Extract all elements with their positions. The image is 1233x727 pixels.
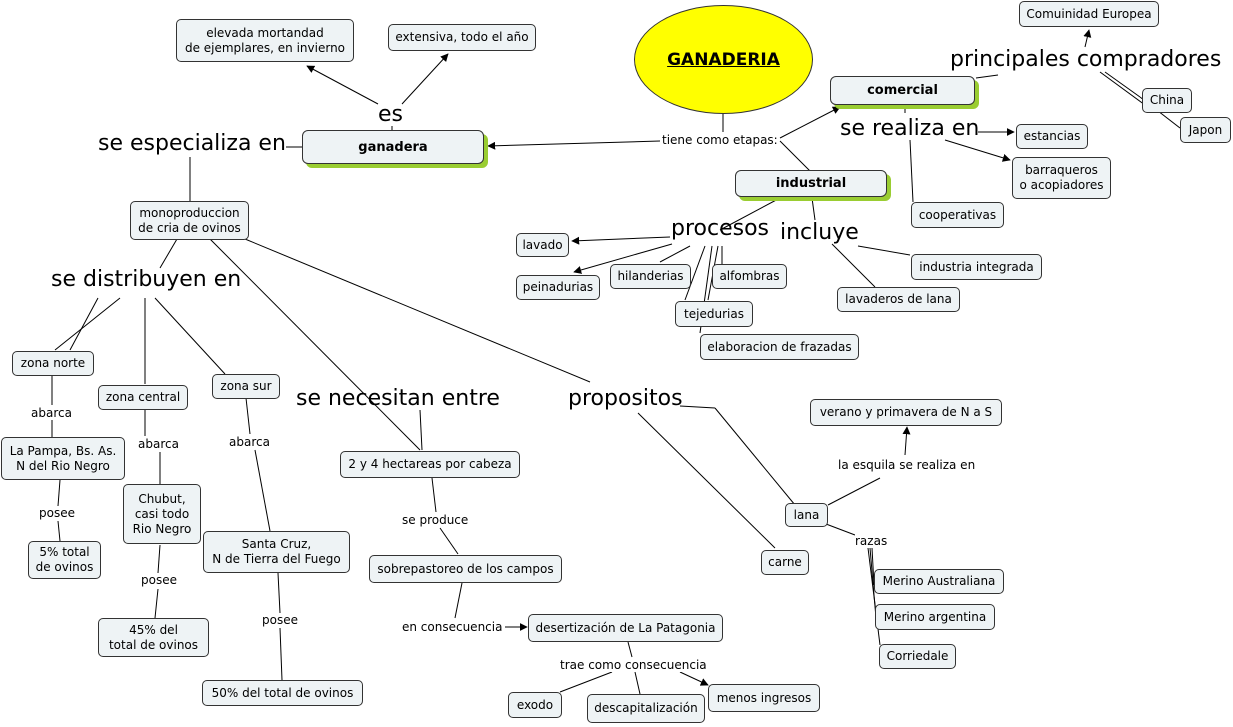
node-menos-ingresos[interactable]: menos ingresos	[708, 684, 820, 712]
node-mortandad[interactable]: elevada mortandad de ejemplares, en invi…	[176, 19, 354, 62]
node-frazadas[interactable]: elaboracion de frazadas	[700, 334, 859, 360]
node-50pct[interactable]: 50% del total de ovinos	[202, 680, 363, 706]
node-chubut[interactable]: Chubut, casi todo Rio Negro	[123, 484, 201, 544]
node-monoproduccion[interactable]: monoproduccion de cria de ovinos	[130, 201, 249, 240]
label-trae-consecuencia: trae como consecuencia	[560, 658, 707, 672]
label-posee-norte: posee	[39, 506, 75, 520]
label-abarca-sur: abarca	[229, 435, 270, 449]
node-descapitalizacion[interactable]: descapitalización	[587, 694, 705, 723]
label-abarca-central: abarca	[138, 437, 179, 451]
label-se-realiza: se realiza en	[840, 116, 980, 141]
label-abarca-norte: abarca	[31, 406, 72, 420]
node-carne[interactable]: carne	[761, 550, 809, 575]
node-corriedale[interactable]: Corriedale	[879, 644, 956, 669]
ganaderia-root-node[interactable]: GANADERIA	[634, 5, 813, 114]
node-sobrepastoreo[interactable]: sobrepastoreo de los campos	[369, 555, 562, 583]
node-cooperativas[interactable]: cooperativas	[911, 202, 1004, 228]
node-industrial[interactable]: industrial	[735, 170, 887, 197]
node-verano[interactable]: verano y primavera de N a S	[810, 399, 1002, 426]
node-desertizacion[interactable]: desertización de La Patagonia	[528, 614, 723, 642]
node-comunidad-europea[interactable]: Comuinidad Europea	[1019, 1, 1159, 27]
node-zona-sur[interactable]: zona sur	[212, 374, 280, 399]
label-la-esquila: la esquila se realiza en	[838, 458, 976, 472]
node-estancias[interactable]: estancias	[1016, 124, 1088, 149]
node-barraqueros[interactable]: barraqueros o acopiadores	[1012, 157, 1111, 199]
node-santacruz[interactable]: Santa Cruz, N de Tierra del Fuego	[203, 531, 350, 573]
node-zona-central[interactable]: zona central	[98, 385, 188, 410]
label-es: es	[378, 102, 403, 127]
label-se-distribuyen: se distribuyen en	[51, 267, 242, 292]
label-en-consecuencia: en consecuencia	[402, 620, 503, 634]
label-se-produce: se produce	[402, 513, 469, 527]
label-razas: razas	[855, 534, 888, 548]
node-lapampa[interactable]: La Pampa, Bs. As. N del Rio Negro	[1, 437, 125, 480]
label-posee-central: posee	[141, 573, 177, 587]
label-compradores: principales compradores	[950, 47, 1222, 72]
node-hilanderias[interactable]: hilanderias	[610, 264, 691, 289]
node-5pct[interactable]: 5% total de ovinos	[28, 541, 101, 579]
node-china[interactable]: China	[1142, 88, 1192, 113]
label-propositos: propositos	[568, 386, 683, 411]
label-incluye: incluye	[780, 220, 859, 245]
label-procesos: procesos	[671, 216, 770, 241]
node-lana[interactable]: lana	[785, 503, 828, 527]
node-extensiva[interactable]: extensiva, todo el año	[388, 24, 536, 51]
node-merino-australiana[interactable]: Merino Australiana	[874, 569, 1004, 594]
node-exodo[interactable]: exodo	[508, 692, 562, 718]
node-peinadurias[interactable]: peinadurias	[516, 275, 600, 300]
node-45pct[interactable]: 45% del total de ovinos	[98, 618, 209, 657]
label-posee-sur: posee	[262, 613, 298, 627]
node-tejedurias[interactable]: tejedurias	[675, 301, 753, 327]
node-japon[interactable]: Japon	[1180, 117, 1231, 143]
node-zona-norte[interactable]: zona norte	[12, 351, 94, 376]
label-se-especializa: se especializa en	[98, 131, 286, 156]
node-lavado[interactable]: lavado	[516, 233, 569, 257]
label-tiene-etapas: tiene como etapas:	[662, 133, 778, 147]
node-ganadera[interactable]: ganadera	[302, 130, 484, 164]
node-comercial[interactable]: comercial	[830, 76, 975, 105]
node-hectareas[interactable]: 2 y 4 hectareas por cabeza	[340, 451, 520, 478]
node-alfombras[interactable]: alfombras	[712, 264, 787, 289]
node-merino-argentina[interactable]: Merino argentina	[875, 604, 995, 630]
label-se-necesitan: se necesitan entre	[296, 386, 500, 411]
node-industria-integrada[interactable]: industria integrada	[911, 254, 1042, 280]
node-lavaderos[interactable]: lavaderos de lana	[837, 287, 960, 312]
